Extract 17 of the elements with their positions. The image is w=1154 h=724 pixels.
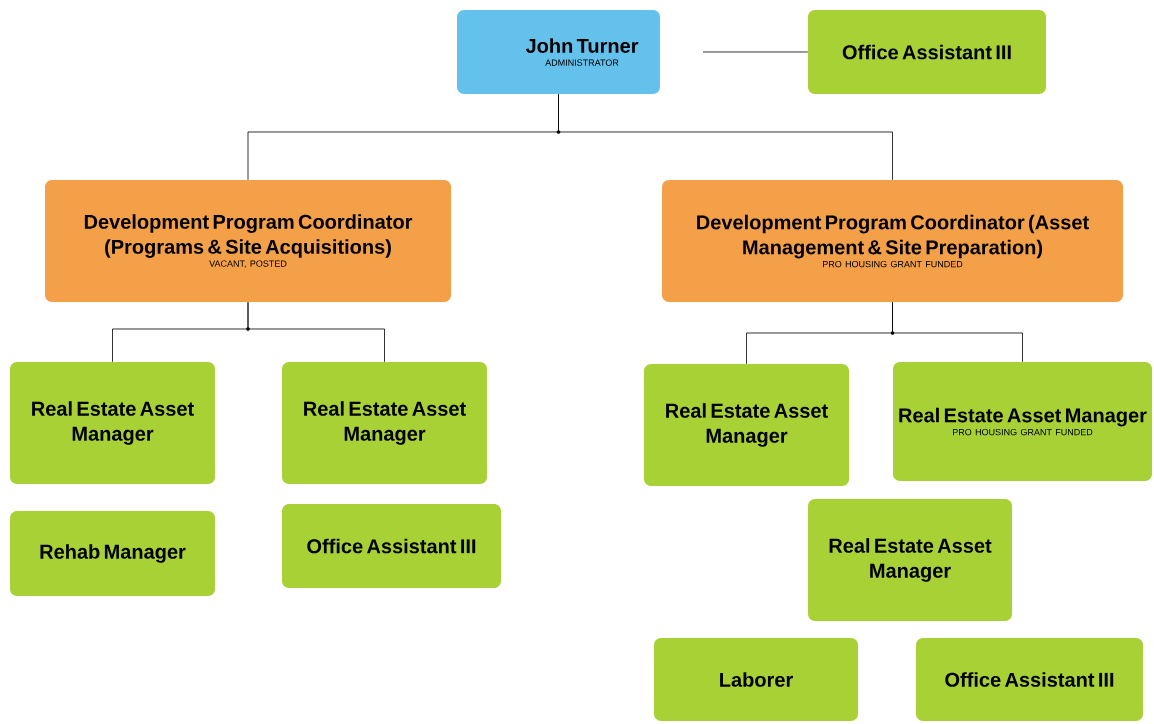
- person-box: John Turner ADMINISTRATOR: [457, 10, 660, 94]
- role-box: Real Estate Asset Manager: [644, 364, 849, 486]
- connector-line: [247, 301, 385, 363]
- role-box: Rehab Manager: [10, 511, 215, 596]
- role-box: Real Estate Asset Manager: [10, 362, 215, 484]
- connector-line: [892, 301, 1023, 363]
- connector-line: [558, 93, 893, 181]
- role-box: Real Estate Asset Manager: [282, 362, 487, 484]
- role-box: Office Assistant III: [808, 10, 1046, 94]
- role-box: Laborer: [654, 638, 858, 721]
- connector-line: [702, 51, 809, 53]
- role-box: Real Estate Asset Manager: [808, 499, 1012, 621]
- role-box: Real Estate Asset Manager PRO HOUSING GRANT FUNDED: [893, 362, 1152, 481]
- role-box: Office Assistant III: [282, 504, 501, 588]
- coordinator-box: Development Program Coordinator (Asset Management & Site Preparation) PRO HOUSING GRANT FUNDED: [662, 180, 1123, 302]
- role-box: Office Assistant III: [916, 638, 1143, 721]
- coordinator-box: Development Program Coordinator (Programs & Site Acquisitions) VACANT, POSTED: [45, 180, 451, 302]
